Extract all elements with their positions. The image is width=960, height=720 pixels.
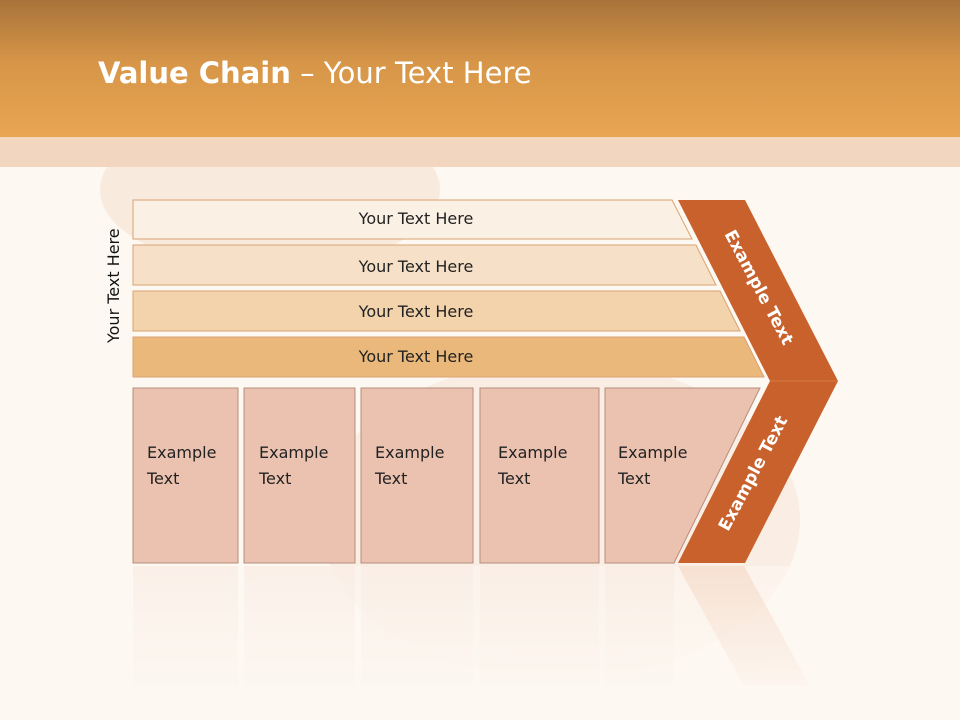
column-2-shape xyxy=(243,387,356,564)
row-4-shape xyxy=(132,336,765,378)
row-3-shape xyxy=(132,290,741,332)
row-2-shape xyxy=(132,244,717,286)
column-5-line2: Text xyxy=(617,469,650,488)
row-4-label: Your Text Here xyxy=(358,347,474,366)
row-1-label: Your Text Here xyxy=(358,209,474,228)
column-4-shape xyxy=(479,387,600,564)
slide-title: Value Chain – Your Text Here xyxy=(98,56,532,90)
header-band xyxy=(0,137,960,167)
row-3-label: Your Text Here xyxy=(358,302,474,321)
header-bar xyxy=(0,0,960,137)
column-1-shape xyxy=(132,387,239,564)
column-2-line2: Text xyxy=(258,469,291,488)
column-5-shape xyxy=(604,387,761,564)
column-5-line1: Example xyxy=(618,443,687,462)
title-bold: Value Chain xyxy=(98,56,291,90)
column-3-line1: Example xyxy=(375,443,444,462)
column-1-line2: Text xyxy=(146,469,179,488)
row-1-shape xyxy=(132,199,693,240)
reflection-fade xyxy=(120,566,840,706)
column-2-line1: Example xyxy=(259,443,328,462)
arrow-lower-arm xyxy=(678,381,838,563)
column-1-line1: Example xyxy=(147,443,216,462)
column-3-line2: Text xyxy=(374,469,407,488)
column-3-shape xyxy=(360,387,474,564)
column-4-line1: Example xyxy=(498,443,567,462)
title-rest: – Your Text Here xyxy=(290,56,532,90)
row-2-label: Your Text Here xyxy=(358,257,474,276)
arrow-upper-arm xyxy=(678,200,838,381)
column-4-line2: Text xyxy=(497,469,530,488)
